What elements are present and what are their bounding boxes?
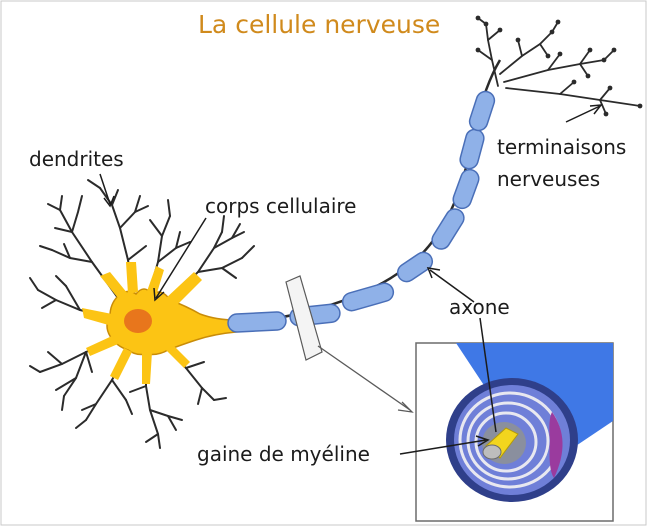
label-axon: axone [449, 295, 510, 319]
nucleus [124, 309, 152, 333]
label-terminals-line2: nerveuses [497, 167, 600, 191]
label-terminals-line1: terminaisons [497, 135, 626, 159]
label-cell-body: corps cellulaire [205, 194, 356, 218]
diagram-title: La cellule nerveuse [198, 10, 440, 39]
label-dendrites: dendrites [29, 147, 124, 171]
cross-section-inset [416, 343, 613, 521]
label-myelin-sheath: gaine de myéline [197, 442, 370, 466]
